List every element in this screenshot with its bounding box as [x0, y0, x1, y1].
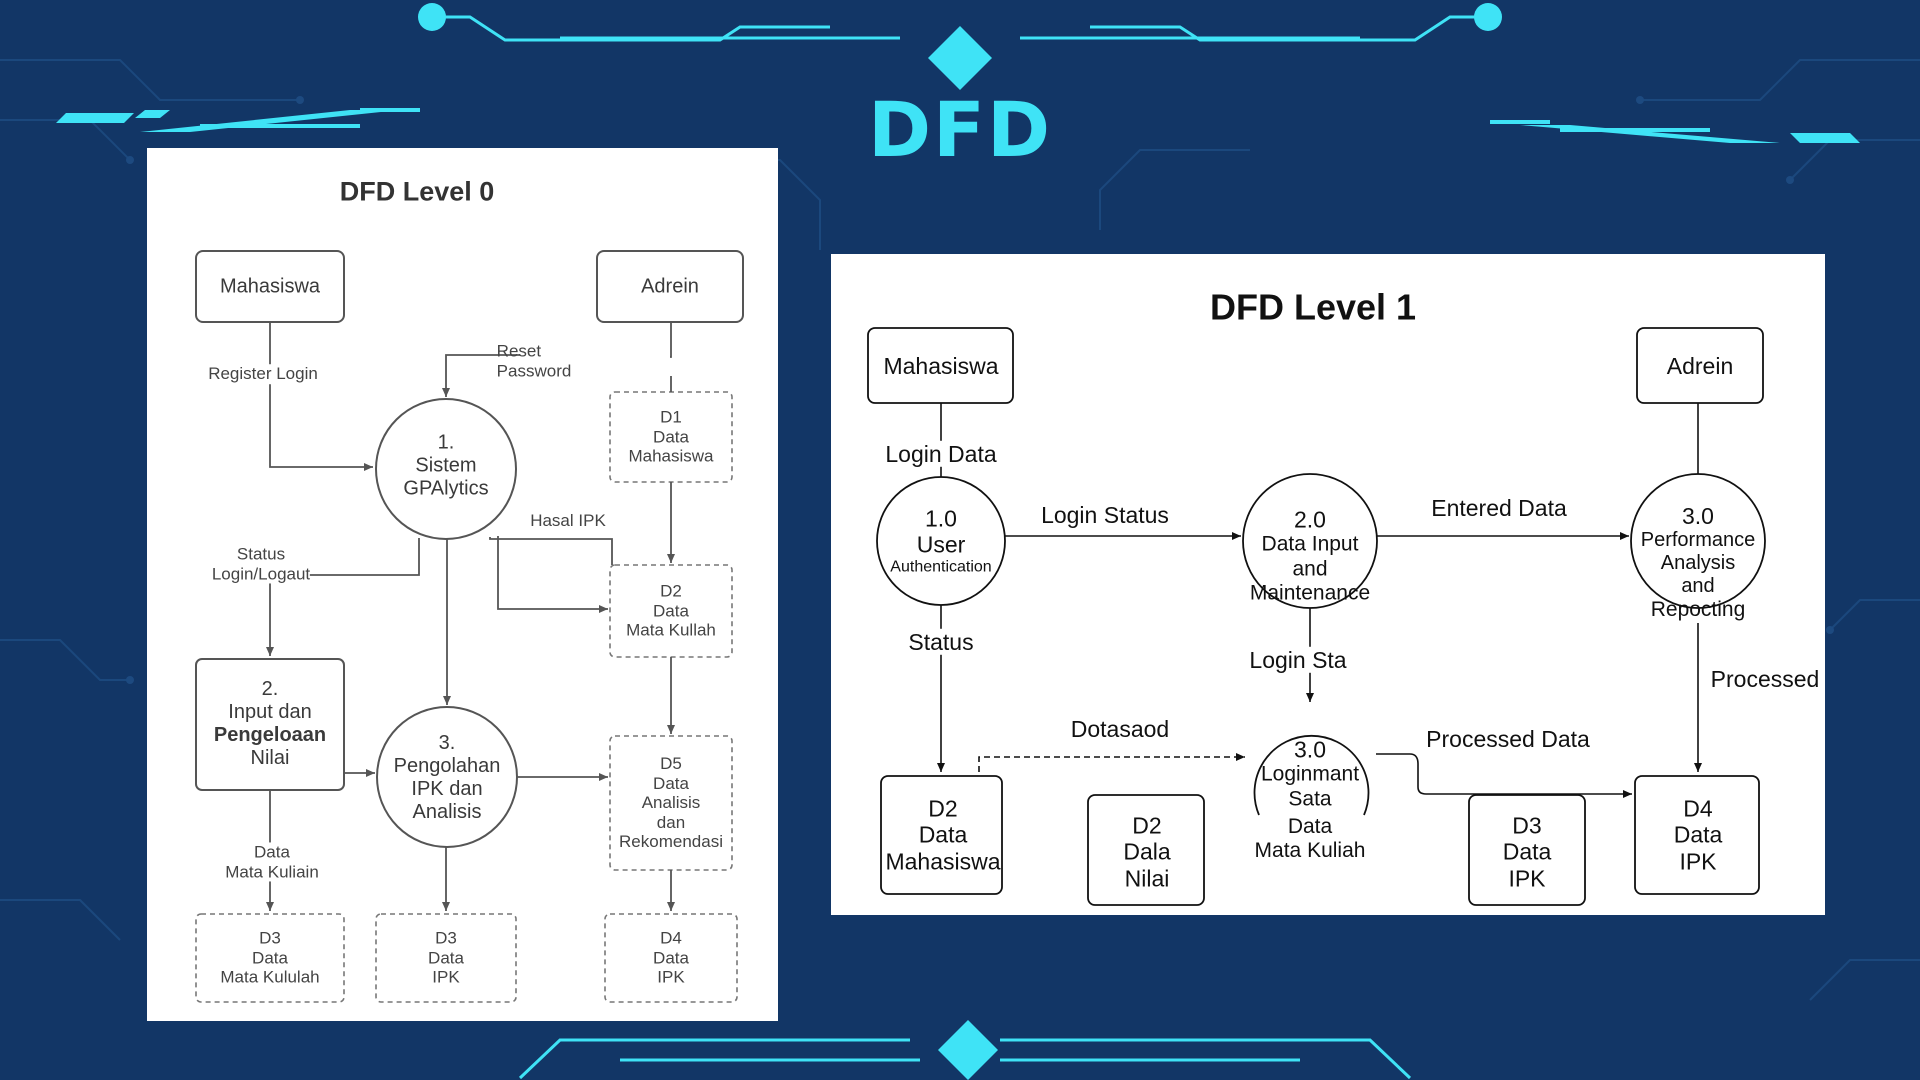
store-d2-box — [880, 775, 1003, 895]
entity-admin-box — [596, 250, 744, 323]
store-d4-box — [1634, 775, 1760, 895]
slide-title: DFD — [867, 85, 1053, 174]
level1-flow-status-label: Status — [908, 628, 974, 656]
level0-title: DFD Level 0 — [339, 176, 495, 207]
level1-flow-processed-label: Processed — [1710, 665, 1820, 692]
level1-flow-login-data-label: Login Data — [885, 440, 997, 468]
level1-entity-admin: Adrein — [1666, 352, 1734, 379]
flow-status-login — [266, 538, 420, 656]
store-d3a-box — [195, 913, 345, 1003]
process-3-0-loginmant-arc — [1253, 734, 1370, 816]
store-d3b-box — [375, 913, 517, 1003]
flow-reset-password — [442, 354, 520, 397]
flow-dotasaod — [978, 753, 1245, 772]
level1-flow-dotasaod-label: Dotasaod — [1070, 715, 1170, 742]
dfd-level-1-diagram — [867, 327, 1766, 906]
level1-flow-login-sta-label: Login Sta — [1249, 646, 1347, 674]
dfd-level-0-diagram — [195, 250, 744, 1003]
level1-flow-processed-data-label: Processed Data — [1426, 725, 1590, 752]
level1-flow-login-status-label: Login Status — [1041, 501, 1169, 528]
store-d2-nilai-box — [1087, 794, 1205, 906]
process-1-circle — [375, 398, 517, 540]
level1-entity-mahasiswa: Mahasiswa — [883, 352, 999, 379]
level0-entity-admin: Adrein — [641, 275, 699, 298]
flow-hasil-ipk — [497, 536, 608, 613]
flow-processed-data — [1376, 753, 1632, 798]
level1-process-3b-sub-label: Data Mata Kuliah — [1254, 814, 1366, 862]
level0-flow-hasil-ipk-label: Hasal IPK — [530, 511, 606, 531]
store-d3-box — [1468, 794, 1586, 906]
level0-flow-register-login-label: Register Login — [208, 364, 318, 384]
level1-title: DFD Level 1 — [1209, 286, 1417, 328]
level1-flow-entered-data-label: Entered Data — [1431, 494, 1567, 521]
level0-entity-mahasiswa: Mahasiswa — [219, 275, 321, 298]
entity-admin-box — [1636, 327, 1764, 404]
flow-register-login — [269, 322, 373, 471]
